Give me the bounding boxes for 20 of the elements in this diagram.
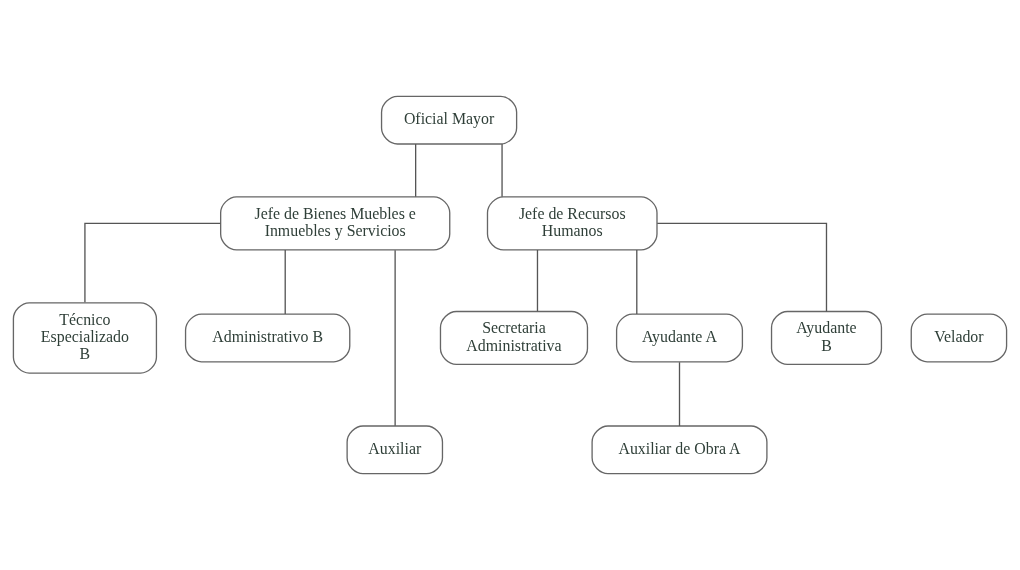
connector xyxy=(415,143,417,198)
connector xyxy=(536,249,539,312)
node-box: Ayudante A xyxy=(615,313,744,363)
connector xyxy=(678,361,681,427)
connector xyxy=(636,249,638,315)
node-box: Técnico Especializado B xyxy=(12,302,158,374)
connector xyxy=(84,222,221,304)
node-box: Jefe de Recursos Humanos xyxy=(486,196,658,251)
connector xyxy=(501,143,503,198)
connector xyxy=(656,222,828,313)
node-box: Ayudante B xyxy=(770,310,883,366)
node-box: Administrativo B xyxy=(184,313,351,363)
connector xyxy=(284,249,286,315)
node-box: Velador xyxy=(910,313,1008,363)
node-box: Oficial Mayor xyxy=(380,95,518,145)
connector xyxy=(394,249,396,427)
node-box: Jefe de Bienes Muebles e Inmuebles y Servicios xyxy=(220,196,451,251)
node-box: Auxiliar de Obra A xyxy=(591,425,768,475)
node-box: Secretaria Administrativa xyxy=(439,310,589,366)
node-box: Auxiliar xyxy=(346,425,444,475)
